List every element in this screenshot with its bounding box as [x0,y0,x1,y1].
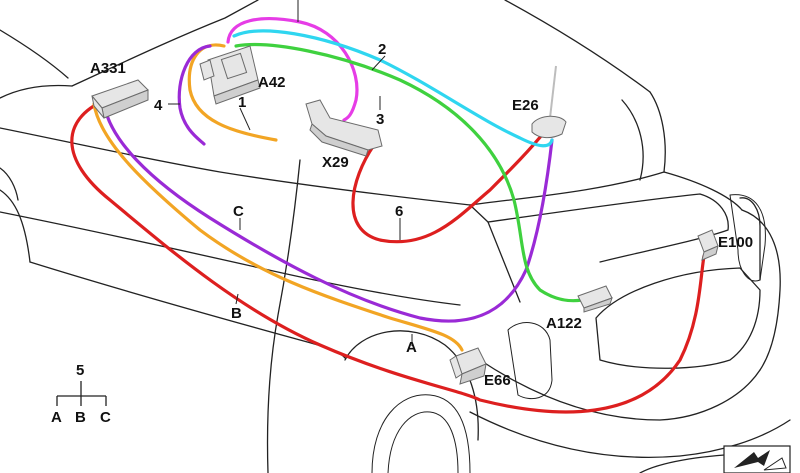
label-e66: E66 [484,372,511,389]
components [91,45,719,385]
label-wire-6: 6 [395,203,403,220]
label-e26: E26 [512,97,539,114]
wire-green-3 [234,43,584,303]
legend-child-b: B [75,409,86,426]
e66-connector-icon[interactable] [449,347,487,385]
e26-antenna-icon[interactable] [531,65,567,139]
label-wire-2: 2 [378,41,386,58]
label-a122: A122 [546,315,582,332]
labels: A331 A42 X29 E26 E100 A122 E66 1 2 3 4 6… [90,41,753,389]
label-wire-1: 1 [238,94,246,111]
leader-lines [168,0,413,346]
label-wire-4: 4 [154,97,163,114]
a42-module-icon[interactable] [199,45,261,105]
a331-module-icon[interactable] [91,79,149,119]
e100-lamp-icon[interactable] [697,229,719,261]
wire-cyan-2 [232,29,554,148]
wire-purple-c [102,102,554,323]
label-a42: A42 [258,74,286,91]
label-x29: X29 [322,154,349,171]
label-wire-3: 3 [376,111,384,128]
wire-orange-a [92,102,464,352]
label-wire-b: B [231,305,242,322]
legend-child-a: A [51,409,62,426]
label-a331: A331 [90,60,126,77]
wire-red-6 [351,128,548,244]
wires [70,17,706,414]
x29-bracket-icon[interactable] [305,99,383,157]
wire-legend-tree: 5 A B C [51,362,111,426]
corner-arrow-icon [723,445,791,473]
label-wire-c: C [233,203,244,220]
wire-purple-4 [177,44,212,146]
wire-red-b [70,98,706,414]
legend-root-label: 5 [76,362,84,379]
a122-module-icon[interactable] [577,285,613,313]
label-e100: E100 [718,234,753,251]
legend-child-c: C [100,409,111,426]
label-wire-a: A [406,339,417,356]
